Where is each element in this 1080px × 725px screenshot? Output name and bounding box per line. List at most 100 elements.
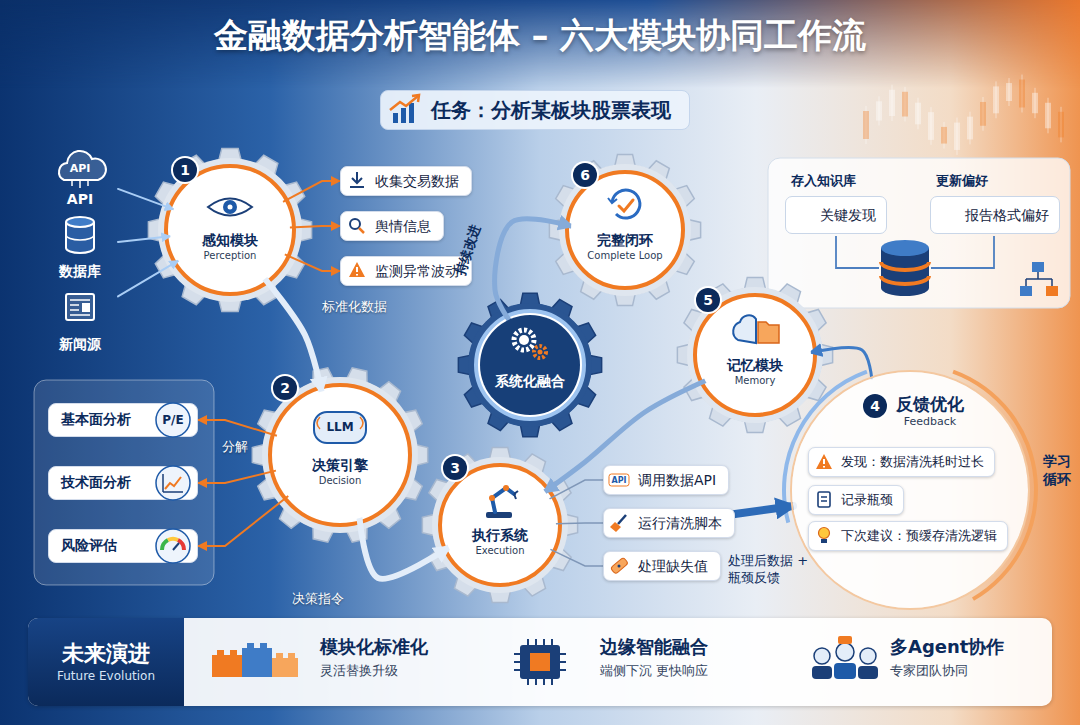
blocks-icon [272,658,298,677]
eye-icon [208,199,252,216]
diagram-title: 金融数据分析智能体 – 六大模块协同工作流 [0,14,1080,56]
gear-shape [468,303,592,427]
robots-icon [812,666,832,679]
text-group: 运行清洗脚本 [638,514,722,532]
knowledge-database [881,262,929,284]
chip-icon [514,639,566,685]
blocks-icon [217,650,224,655]
edge-label: 处理后数据 + 瓶颈反馈 [728,552,810,586]
candlestick-decoration [876,101,882,120]
task-banner: 任务：分析某板块股票表现 [380,90,690,130]
blocks-icon [247,643,254,648]
robots-icon [814,648,830,664]
node-title: 收集交易数据 [375,172,459,190]
banner-icon [390,95,419,123]
connector-arrow [265,279,322,392]
candlestick-decoration [1058,112,1064,138]
future-item: 边缘智能融合端侧下沉 更快响应 [600,636,708,679]
gear-shape [687,287,823,423]
node-title: 监测异常波动 [375,262,459,280]
notebook-icon [818,492,830,507]
gauge-icon [156,529,190,563]
candlestick-decoration [1006,78,1012,106]
connector-arrow [118,189,174,209]
feedback-item: 下次建议：预缓存清洗逻辑 [808,521,1008,551]
robot-arm-icon [514,491,518,499]
connector-arrow [495,219,571,320]
gear-shape [458,293,601,436]
gear-shape [432,457,568,593]
title-bar [0,0,1080,88]
robot-arm-icon [492,488,514,512]
banner-icon [409,103,414,123]
pe-icon [156,403,190,437]
newspaper-icon [70,300,90,315]
banner-icon [412,95,419,102]
connector-arrow [198,471,276,483]
connector-arrow [283,181,340,202]
callout-number: 1 [173,158,197,182]
blocks-icon [212,655,242,677]
finding-icon [795,208,810,223]
warning-icon [823,459,825,468]
search-icon [350,219,360,229]
future-item: 多Agent协作专家团队协同 [890,636,1004,679]
database-icon [66,217,94,227]
text-group: 未来演进Future Evolution [28,618,184,706]
node-subtitle: 专家团队协同 [890,662,1004,679]
gear-shape [476,311,584,419]
node-title: 边缘智能融合 [600,636,708,658]
cloud-icon [59,151,106,188]
module-gear: 决策引擎Decision [274,389,406,521]
icon-label: LLM [326,420,353,434]
text-group: 舆情信息 [375,217,431,235]
knowledge-database [836,236,994,296]
connector-arrow [118,261,178,297]
tree-icon [1046,286,1058,296]
text-group: 系统化融合 [480,371,580,391]
loop-check-icon [608,190,640,218]
candlestick-decoration [928,112,934,140]
eye-icon [223,200,237,214]
node-title: API [42,191,118,207]
loop-check-icon [612,190,640,218]
node-title: 运行清洗脚本 [638,514,722,532]
node-title: 未来演进 [62,640,150,668]
candlestick-decoration [902,87,908,122]
action-box: 运行清洗脚本 [603,508,735,538]
callout-number: 6 [573,163,597,187]
tree-icon [1020,262,1058,296]
candlestick-decoration [915,98,921,130]
text-group: 反馈优化Feedback [792,394,1028,428]
banner-icon [401,108,406,123]
candlestick-decoration [954,118,960,155]
robots-icon [838,636,852,644]
candlestick-decoration [902,92,908,117]
node-subtitle: Perception [170,250,290,262]
node-title: 决策引擎 [274,455,406,475]
lightbulb-icon [819,528,830,539]
candlestick-decoration [1019,80,1025,108]
node-title: 舆情信息 [375,217,431,235]
text-group: 决策引擎Decision [274,455,406,487]
node-title: 更新偏好 [936,172,988,190]
candlestick-decoration [863,75,1064,155]
text-group: 任务：分析某板块股票表现 [431,97,671,124]
memory-icon [733,315,779,343]
warning-icon [349,262,365,277]
text-group: 收集交易数据 [375,172,459,190]
robots-icon [836,643,854,661]
candlestick-decoration [1058,107,1064,143]
cloud-icon [72,180,88,188]
robots-icon [858,666,878,679]
lightbulb-icon [821,539,827,543]
node-title: 记录瓶颈 [841,491,893,509]
bandage-icon [618,565,621,568]
system-gears-icon [514,330,534,350]
candlestick-decoration [1032,88,1038,118]
text-group: 监测异常波动 [375,262,459,280]
robot-arm-icon [503,485,509,491]
warning-icon [349,262,365,277]
newspaper-icon [66,294,94,320]
chart-icon [156,466,190,500]
